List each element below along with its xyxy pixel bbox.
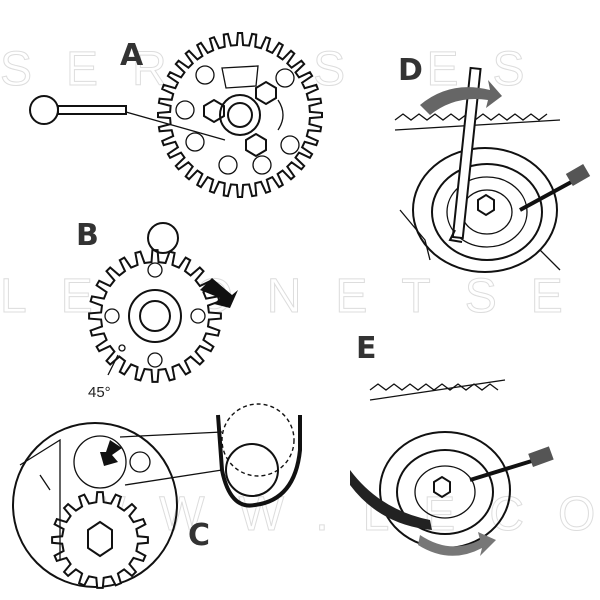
label-b: B	[76, 218, 99, 253]
watermark-bottom: WWW.LECONET	[80, 488, 600, 541]
label-e: E	[356, 331, 377, 366]
label-d: D	[398, 53, 423, 88]
panel-e-tensioner-release: E	[350, 331, 554, 556]
panel-d-tensioner: D	[394, 53, 591, 273]
angle-label: 45°	[88, 384, 111, 401]
gear-teeth	[88, 249, 222, 383]
panel-b-crank-sprocket: B 45°	[76, 218, 238, 401]
label-c: C	[188, 518, 210, 553]
panel-c-detail: C	[12, 403, 302, 589]
sprocket-c	[51, 491, 149, 589]
sprocket-b	[88, 249, 222, 383]
arrow-icon	[200, 278, 238, 308]
gear-teeth	[157, 32, 323, 198]
sprocket-a	[157, 32, 323, 198]
label-a: A	[120, 38, 144, 73]
panel-a-camshaft-sprocket: A	[29, 32, 323, 198]
gear-teeth	[51, 491, 149, 589]
